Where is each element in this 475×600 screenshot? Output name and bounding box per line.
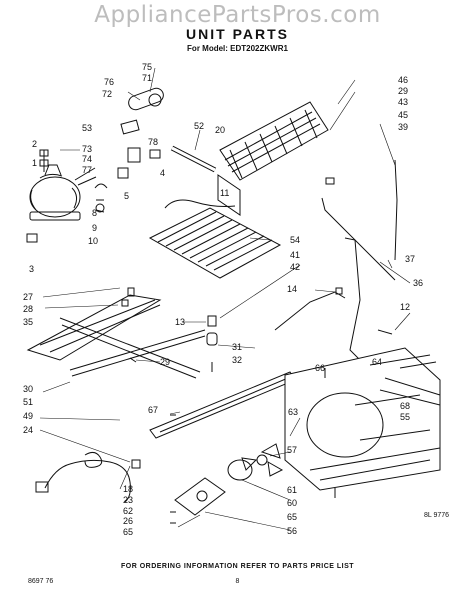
- callout-61: 61: [287, 485, 297, 495]
- callout-65-left: 65: [123, 527, 133, 537]
- callout-77: 77: [82, 165, 92, 175]
- doc-code-right: 8L 9776: [424, 512, 450, 519]
- callout-54: 54: [290, 235, 300, 245]
- callout-27: 27: [23, 292, 33, 302]
- callout-51: 51: [23, 397, 33, 407]
- callout-63: 63: [288, 407, 298, 417]
- callout-42: 42: [290, 262, 300, 272]
- callout-72: 72: [102, 89, 112, 99]
- callout-62: 62: [123, 506, 133, 516]
- callout-29-mid: 29: [160, 357, 170, 367]
- screws: [121, 177, 343, 524]
- page-number: 8: [235, 578, 240, 585]
- doc-code-left: 8697 76: [28, 578, 54, 585]
- callout-11: 11: [220, 188, 229, 198]
- callout-30: 30: [23, 384, 33, 394]
- callout-41: 41: [290, 250, 300, 260]
- model-line: For Model: EDT202ZKWR1: [187, 44, 288, 53]
- callout-10: 10: [88, 236, 98, 246]
- page-title: UNIT PARTS: [186, 26, 289, 42]
- callout-45: 45: [398, 110, 408, 120]
- callout-39: 39: [398, 122, 408, 132]
- callout-55: 55: [400, 412, 410, 422]
- callout-31: 31: [232, 342, 242, 352]
- callout-35: 35: [23, 317, 33, 327]
- callout-20: 20: [215, 125, 225, 135]
- condenser: [217, 101, 329, 216]
- callout-68: 68: [400, 401, 410, 411]
- tubing: [274, 159, 398, 361]
- callout-5: 5: [124, 191, 129, 201]
- callout-71: 71: [142, 73, 152, 83]
- callout-67: 67: [148, 405, 158, 415]
- callout-12: 12: [400, 302, 410, 312]
- compressor: [29, 164, 97, 221]
- evaporator: [148, 199, 282, 279]
- relay-group: [94, 87, 164, 213]
- callout-18: 18: [123, 484, 133, 494]
- callout-73: 73: [82, 144, 92, 154]
- callout-60: 60: [287, 498, 297, 508]
- callout-66: 66: [315, 363, 325, 373]
- callout-14: 14: [287, 284, 297, 294]
- callout-23: 23: [123, 495, 133, 505]
- callout-37: 37: [405, 254, 415, 264]
- callout-49: 49: [23, 411, 33, 421]
- callout-29-top: 29: [398, 86, 408, 96]
- callout-4: 4: [160, 168, 165, 178]
- callout-65-right: 65: [287, 512, 297, 522]
- drier: [170, 145, 217, 173]
- callout-labels: 75 71 76 72 46 29 43 45 39 53 73 74 77 2…: [23, 62, 423, 537]
- callout-2: 2: [32, 139, 37, 149]
- callout-53: 53: [82, 123, 92, 133]
- callout-43: 43: [398, 97, 408, 107]
- callout-24: 24: [23, 425, 33, 435]
- callout-46: 46: [398, 75, 408, 85]
- callout-28: 28: [23, 304, 33, 314]
- callout-26: 26: [123, 516, 133, 526]
- callout-52: 52: [194, 121, 204, 131]
- fan-bracket: [284, 347, 441, 491]
- callout-32: 32: [232, 355, 242, 365]
- fan-motor: [174, 443, 284, 516]
- leader-lines: [39, 67, 411, 531]
- watermark: AppliancePartsPros.com: [94, 2, 381, 28]
- callout-57: 57: [287, 445, 297, 455]
- wiring-harness: [35, 451, 141, 503]
- callout-36: 36: [413, 278, 423, 288]
- ordering-footer: FOR ORDERING INFORMATION REFER TO PARTS …: [120, 563, 355, 570]
- callout-56: 56: [287, 526, 297, 536]
- callout-9: 9: [92, 223, 97, 233]
- clip-stack-left: [26, 149, 49, 243]
- callout-3: 3: [29, 264, 34, 274]
- callout-74: 74: [82, 154, 92, 164]
- callout-76: 76: [104, 77, 114, 87]
- callout-78: 78: [148, 137, 158, 147]
- callout-1: 1: [32, 158, 37, 168]
- callout-75: 75: [142, 62, 152, 72]
- callout-64: 64: [372, 357, 382, 367]
- callout-13: 13: [175, 317, 185, 327]
- callout-8: 8: [92, 208, 97, 218]
